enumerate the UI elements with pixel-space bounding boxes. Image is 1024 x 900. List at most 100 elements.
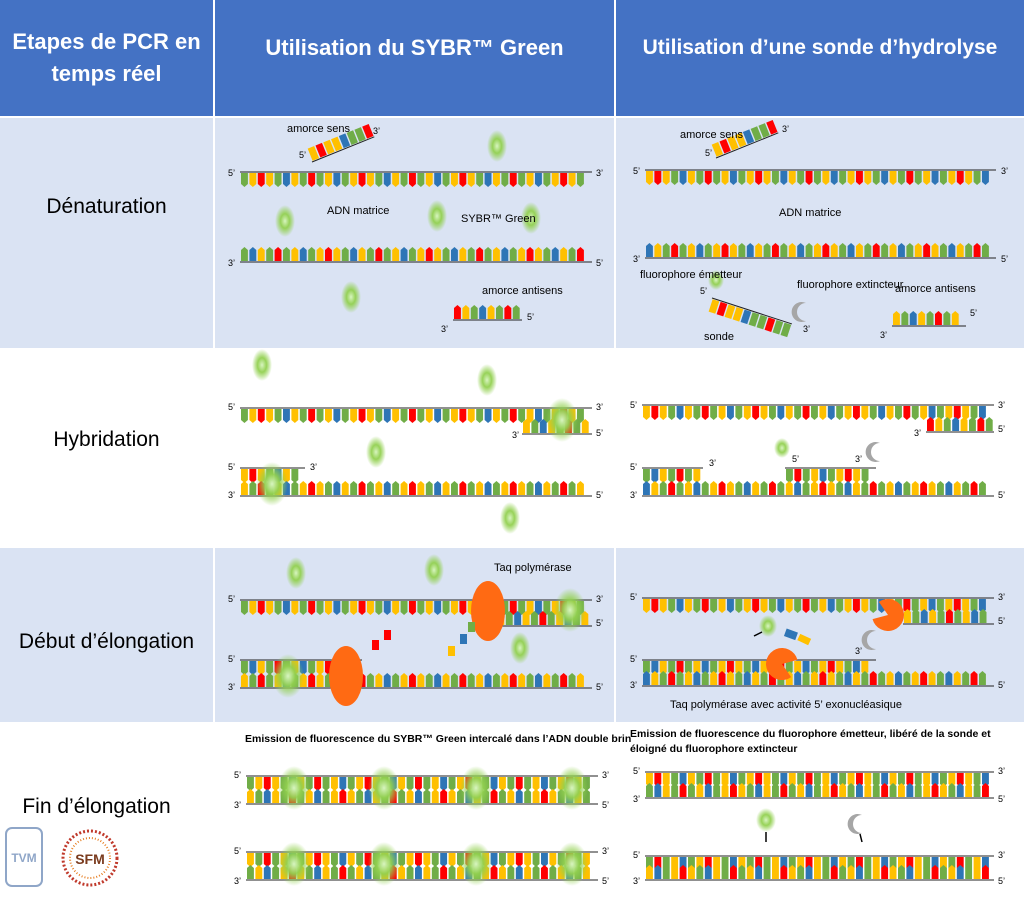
- nucleotide: [721, 865, 729, 879]
- nucleotide: [414, 865, 422, 879]
- nucleotide: [953, 481, 961, 495]
- nucleotide: [911, 671, 919, 685]
- strand-end-label: 3’: [602, 770, 609, 780]
- nucleotide: [654, 243, 662, 257]
- nucleotide: [721, 243, 729, 257]
- nucleotide: [362, 123, 374, 139]
- nucleotide: [448, 777, 456, 791]
- nucleotide: [398, 865, 406, 879]
- nucleotide: [526, 673, 534, 687]
- nucleotide: [518, 481, 526, 495]
- nucleotide: [971, 609, 979, 623]
- nucleotide: [291, 409, 299, 423]
- nucleotide: [973, 773, 981, 787]
- nucleotide: [671, 865, 679, 879]
- nucleotide: [526, 409, 534, 423]
- nucleotide: [479, 305, 487, 319]
- nucleotide: [931, 865, 939, 879]
- template-top-left: [240, 599, 592, 615]
- nucleotide: [785, 599, 793, 613]
- row-denaturation: [0, 118, 1024, 348]
- nucleotide: [333, 481, 341, 495]
- nucleotide: [764, 317, 776, 332]
- nucleotide: [450, 601, 458, 615]
- strand-end-label: 5’: [633, 850, 640, 860]
- nucleotide: [710, 661, 718, 675]
- sfm-logo: SFM: [61, 829, 119, 887]
- nucleotide: [417, 173, 425, 187]
- nucleotide: [347, 865, 355, 879]
- strand-end-label: 3’: [441, 324, 448, 334]
- nucleotide: [467, 247, 475, 261]
- nucleotide: [577, 247, 584, 261]
- strand-end-label: 3’: [234, 800, 241, 810]
- row-elongation-start: [0, 548, 1024, 722]
- nucleotide: [937, 481, 944, 495]
- nucleotide: [322, 789, 330, 803]
- strand-end-label: 3’: [228, 682, 235, 692]
- nucleotide: [772, 171, 779, 185]
- nucleotide: [358, 481, 366, 495]
- nucleotide: [539, 419, 547, 433]
- strand-end-label: 5’: [596, 258, 603, 268]
- nucleotide: [375, 481, 383, 495]
- nucleotide: [470, 305, 478, 319]
- nucleotide: [797, 773, 805, 787]
- strand-end-label: 3’: [633, 794, 640, 804]
- nucleotide: [247, 789, 254, 803]
- nucleotide: [282, 173, 290, 187]
- nucleotide: [738, 171, 746, 185]
- stage-elongation-end: Fin d’élongation: [22, 795, 171, 818]
- nucleotide: [802, 481, 810, 495]
- nucleotide: [777, 481, 785, 495]
- nucleotide: [501, 409, 509, 423]
- nucleotide: [911, 481, 919, 495]
- nucleotide: [926, 311, 934, 325]
- nucleotide: [515, 777, 523, 791]
- nucleotide: [316, 247, 324, 261]
- nucleotide: [400, 247, 408, 261]
- nucleotide: [693, 599, 701, 613]
- nucleotide: [646, 243, 653, 257]
- nucleotide: [518, 173, 526, 187]
- strand-end-label: 5’: [630, 462, 637, 472]
- strand-end-label: 5’: [527, 312, 534, 322]
- nucleotide: [847, 865, 855, 879]
- nucleotide: [531, 611, 538, 625]
- nucleotide: [646, 171, 653, 185]
- nucleotide: [830, 171, 838, 185]
- nucleotide: [659, 599, 667, 613]
- nucleotide: [836, 406, 844, 420]
- nucleotide: [743, 661, 751, 675]
- nucleotide: [943, 417, 951, 431]
- nucleotide: [535, 601, 542, 615]
- backbone: [311, 136, 375, 163]
- nucleotide: [685, 406, 692, 420]
- nucleotide: [299, 409, 307, 423]
- nucleotide: [543, 247, 551, 261]
- nucleotide: [551, 673, 559, 687]
- nucleotide: [322, 777, 330, 791]
- nucleotide: [872, 783, 880, 797]
- nucleotide: [263, 853, 271, 867]
- nucleotide: [560, 173, 568, 187]
- nucleotide: [856, 865, 863, 879]
- nucleotide: [274, 173, 282, 187]
- nucleotide: [906, 171, 914, 185]
- nucleotide: [492, 409, 500, 423]
- nucleotide: [704, 783, 712, 797]
- nucleotide: [856, 243, 863, 257]
- nucleotide: [272, 789, 280, 803]
- nucleotide: [425, 173, 433, 187]
- nucleotide: [928, 406, 936, 420]
- nucleotide: [417, 247, 425, 261]
- nucleotide: [886, 481, 894, 495]
- nucleotide: [274, 601, 282, 615]
- free-nucleotide: [448, 646, 455, 656]
- nucleotide: [746, 783, 754, 797]
- nucleotide: [965, 243, 973, 257]
- nucleotide: [718, 661, 726, 675]
- strand-end-label: 5’: [970, 308, 977, 318]
- nucleotide: [819, 661, 827, 675]
- nucleotide: [701, 406, 709, 420]
